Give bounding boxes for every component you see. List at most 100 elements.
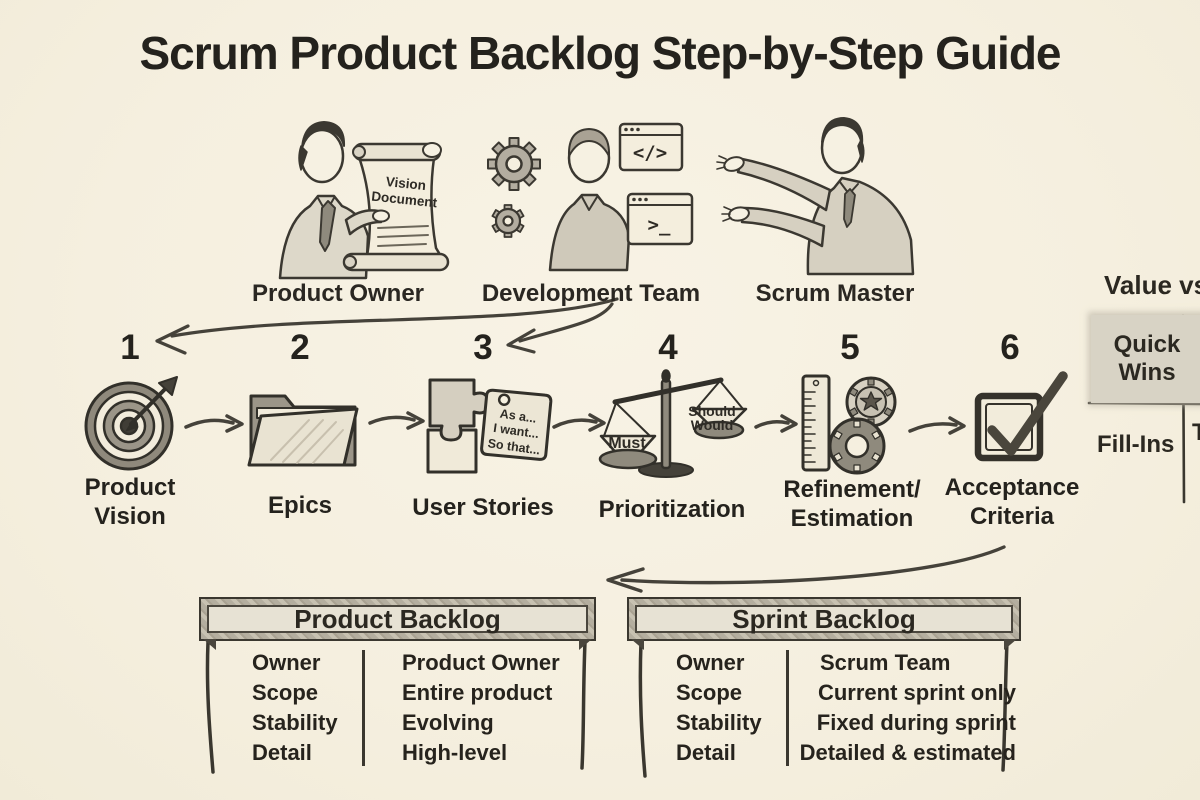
puzzle-icon: [426, 378, 553, 474]
arrow-step2-step3-head: [406, 411, 425, 430]
code-window-icon: [618, 122, 684, 172]
product-backlog-banner: Product Backlog: [199, 597, 596, 650]
ruler-chips-icon: [801, 374, 897, 475]
scrum-master-label: Scrum Master: [755, 280, 915, 307]
table-row: Owner Scrum Team: [676, 648, 1016, 678]
person-hair: [301, 121, 346, 149]
pointing-hand: [372, 209, 390, 223]
sprint-backlog-divider: [786, 650, 789, 766]
ruler-icon: [801, 374, 831, 472]
terminal-window-icon: [626, 192, 694, 246]
arrow-step2-step3: [368, 415, 416, 425]
lower-arm: [740, 206, 826, 248]
sprint-backlog-rows: Owner Scrum Team Scope Current sprint on…: [676, 648, 1016, 768]
dart-tip: [125, 419, 139, 432]
gear-icon-small: [491, 204, 525, 238]
step-4-number: 4: [658, 328, 678, 367]
lower-hand: [728, 206, 750, 222]
tag-icon: [480, 388, 553, 461]
product-owner-label: Product Owner: [251, 280, 425, 307]
poker-chip-donut-icon: [828, 417, 886, 475]
arrow-team-to-step3-head: [506, 328, 536, 354]
row-value: Entire product: [402, 680, 553, 705]
row-value: Fixed during sprint: [816, 710, 1016, 735]
table-row: Detail High-level: [252, 738, 582, 768]
scale-should-label: Should: [688, 403, 736, 419]
scroll-ruled-lines: [377, 225, 429, 247]
scroll-top-curl: [352, 145, 366, 159]
sprint-backlog-banner: Sprint Backlog: [627, 597, 1021, 650]
product-owner-figure: [278, 121, 450, 280]
arrow-step1-step2-head: [225, 414, 244, 433]
code-window-text: </>: [632, 142, 668, 164]
row-label: Detail: [676, 740, 736, 765]
step-6-number: 6: [1000, 328, 1020, 367]
fill-ins-label: Fill-Ins: [1097, 431, 1175, 458]
matrix-edge-label: T: [1192, 419, 1200, 446]
product-backlog-left-leg: [205, 640, 215, 774]
holding-hand: [422, 142, 442, 158]
scale-beam: [612, 377, 724, 405]
scale-would-label: Would: [690, 417, 734, 433]
left-pan-strings: [603, 402, 651, 437]
row-label: Scope: [676, 680, 743, 705]
checkbox-icon: [974, 371, 1068, 462]
row-value: Scrum Team: [820, 650, 951, 675]
arrow-step1-step2: [184, 418, 235, 429]
terminal-window-text: >_: [647, 214, 671, 236]
scale-must-label: Must: [608, 435, 646, 452]
step-1-number: 1: [120, 328, 140, 367]
arrow-step4-step5: [754, 420, 790, 429]
row-label: Detail: [252, 740, 312, 765]
arrow-team-to-step1: [170, 297, 619, 338]
row-label: Stability: [252, 710, 338, 735]
quick-wins-cell: Quick Wins: [1091, 315, 1200, 403]
table-row: Scope Entire product: [252, 678, 582, 708]
row-value: Evolving: [402, 710, 494, 735]
table-legs: [205, 640, 1009, 778]
scroll-bottom-roll: [342, 252, 450, 272]
row-value: Detailed & estimated: [799, 740, 1016, 765]
arrow-step3-step4-head: [588, 413, 606, 432]
arrow-step6-to-backlog: [620, 545, 1006, 585]
vision-document-text: Vision Document: [370, 173, 438, 211]
development-team-figure: [487, 122, 694, 272]
row-value: Product Owner: [402, 650, 560, 675]
row-label: Owner: [676, 650, 745, 675]
dart-fletching: [158, 376, 178, 396]
step-5-number: 5: [840, 328, 860, 367]
banner-fold-left: [203, 639, 216, 650]
banner-fold-left: [631, 639, 644, 650]
step-1-label: Product Vision: [84, 474, 176, 530]
arrow-team-to-step3: [518, 302, 614, 343]
row-value: Current sprint only: [817, 680, 1016, 705]
folder-front: [247, 407, 359, 467]
right-pan-bowl: [693, 420, 745, 440]
row-label: Scope: [252, 680, 319, 705]
right-pan-strings: [695, 380, 744, 410]
folder-hatch: [270, 419, 344, 464]
value-matrix-hline: [1087, 401, 1200, 406]
step-3-number: 3: [473, 328, 493, 367]
table-row: Detail Detailed & estimated: [676, 738, 1016, 768]
product-backlog-rows: Owner Product Owner Scope Entire product…: [252, 648, 582, 768]
person-torso: [548, 193, 631, 272]
development-team-label: Development Team: [481, 280, 701, 307]
sprint-backlog-left-leg: [638, 640, 647, 778]
table-row: Stability Evolving: [252, 708, 582, 738]
table-row: Stability Fixed during sprint: [676, 708, 1016, 738]
page-title: Scrum Product Backlog Step-by-Step Guide: [139, 27, 1061, 79]
step-4-label: Prioritization: [598, 496, 746, 523]
banner-fold-right: [579, 639, 592, 650]
person-head: [299, 128, 345, 184]
story-tag-text: As a... I want... So that...: [481, 405, 551, 459]
arrow-step4-step5-head: [780, 414, 798, 433]
poker-chip-star-icon: [845, 376, 897, 428]
row-label: Stability: [676, 710, 762, 735]
scale-icon: [598, 369, 748, 478]
table-row: Owner Product Owner: [252, 648, 582, 678]
left-pan-bowl: [598, 448, 658, 470]
tie-icon: [319, 200, 336, 252]
